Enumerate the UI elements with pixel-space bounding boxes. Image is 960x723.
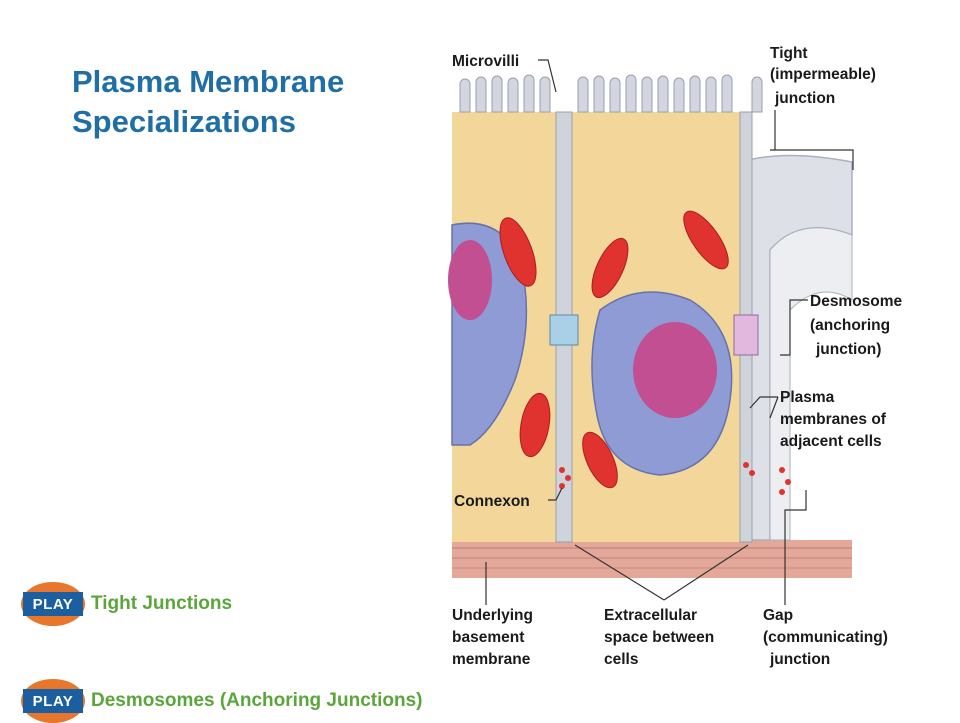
desmosome-2 [733,314,759,356]
title-line-2: Specializations [72,104,296,139]
label-desmosome-3: junction) [815,341,881,358]
label-basement-3: membrane [452,651,531,668]
label-gap-3: junction [769,651,830,668]
label-extracellular-2: space between [604,629,714,646]
label-tight-1: Tight [770,45,808,62]
desmosome-1 [549,314,579,346]
play-badge-text: PLAY [23,592,83,616]
basement-membrane [452,540,852,578]
label-plasma-1: Plasma [780,389,835,406]
play-link-label[interactable]: Desmosomes (Anchoring Junctions) [91,690,423,711]
label-plasma-3: adjacent cells [780,433,882,450]
gap-junction-dots [559,462,791,495]
label-basement-1: Underlying [452,607,533,624]
label-extracellular-3: cells [604,651,638,668]
label-plasma-2: membranes of [780,411,887,428]
leader-gap [784,490,807,605]
microvilli-group [459,74,763,113]
leader-extracellular [574,544,749,601]
play-button[interactable]: PLAY [21,679,85,723]
leader-tight [770,110,854,170]
nucleus-left [448,222,528,446]
label-desmosome-2: (anchoring [810,317,890,334]
leader-connexon [548,487,563,501]
mitochondria-group [499,210,729,489]
play-badge-text: PLAY [23,689,83,713]
leader-desmosome [780,299,808,356]
play-button[interactable]: PLAY [21,582,85,626]
play-link-desmosomes[interactable]: PLAY Desmosomes (Anchoring Junctions) [21,679,423,723]
label-extracellular-1: Extracellular [604,607,697,624]
play-link-tight-junctions[interactable]: PLAY Tight Junctions [21,582,232,626]
title-line-1: Plasma Membrane [72,64,345,99]
slide-title: Plasma Membrane Specializations [72,62,432,142]
label-desmosome-1: Desmosome [810,293,903,310]
label-tight-3: junction [774,90,835,107]
play-link-label[interactable]: Tight Junctions [91,593,233,614]
leader-plasma [749,396,779,419]
label-gap-2: (communicating) [763,629,888,646]
nucleus-middle [591,291,733,476]
label-gap-1: Gap [763,607,793,624]
label-microvilli: Microvilli [452,53,519,70]
label-connexon: Connexon [454,493,530,510]
leader-microvilli [538,59,557,93]
label-tight-2: (impermeable) [770,66,876,83]
label-basement-2: basement [452,629,524,646]
